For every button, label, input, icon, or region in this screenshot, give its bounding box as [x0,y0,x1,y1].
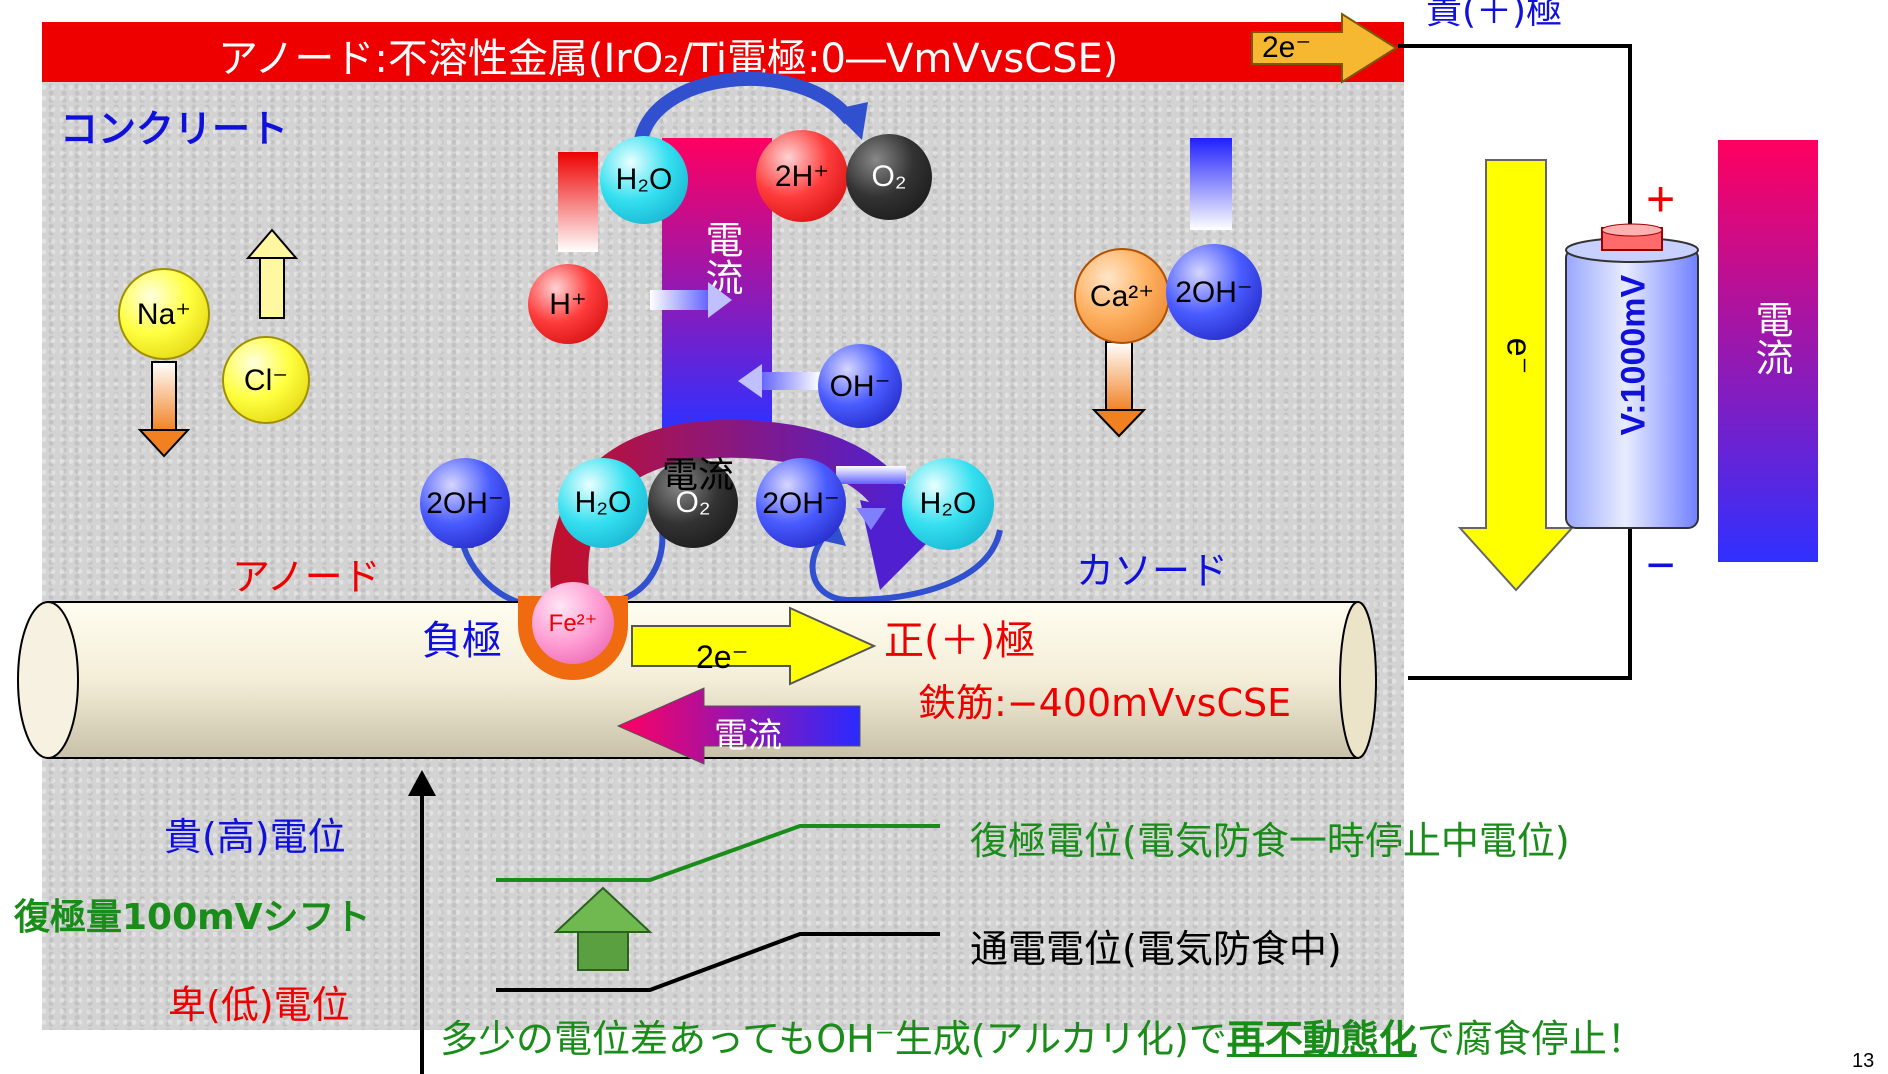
potential-low-label: 卑(低)電位 [168,983,350,1027]
ion-o2-bottom: O₂ [648,458,738,548]
shift-label: 復極量100mVシフト [14,897,371,938]
battery-plus-sign: + [1646,171,1676,227]
battery-minus-sign: − [1646,537,1676,593]
anode-title: アノード:不溶性金属(IrO₂/Ti電極:0―VmVvsCSE) [218,36,1119,82]
current-column-label: 電流 [699,220,743,296]
electron-flow-label: e⁻ [1499,337,1538,375]
electron-flow-arrow [1457,159,1575,592]
ion-2oh-minus-center: 2OH⁻ [756,458,846,548]
anode-label: アノード [232,555,381,599]
ion-h2o-right: H₂O [902,458,994,550]
page-number: 13 [1852,1050,1875,1072]
h-gradient-bar [558,152,598,252]
rebar-current-label: 電流 [714,716,782,756]
rebar-electron-label: 2e⁻ [696,639,749,675]
anode-electron-arrow [1251,12,1398,84]
battery [1565,223,1699,529]
oh-gradient-bar [1190,138,1232,230]
ion-2oh-minus-right: 2OH⁻ [1166,244,1262,340]
rebar-potential-label: 鉄筋:−400mVvsCSE [918,681,1292,725]
potential-high-label: 貴(高)電位 [164,815,346,859]
ion-2oh-minus-left: 2OH⁻ [420,458,510,548]
ion-na-plus: Na⁺ [118,268,210,360]
conclusion-suffix: で腐食停止！ [1416,1017,1645,1061]
ion-fe2-plus: Fe²⁺ [532,582,614,664]
swirl-current-label: 電流 [662,455,735,496]
rebar-current-arrow [616,687,861,765]
anode-bar [42,22,1404,82]
ion-ca2-plus: Ca²⁺ [1074,248,1170,344]
battery-voltage-label: V:1000mV [1614,274,1653,436]
current-bar-right [1718,140,1818,562]
ion-o2-top: O₂ [846,134,932,220]
concrete-label: コンクリート [60,107,289,151]
conclusion-prefix: 多少の電位差あってもOH⁻生成(アルカリ化)で [440,1017,1227,1061]
ion-2h-plus: 2H⁺ [756,130,848,222]
ion-cl-minus: Cl⁻ [222,336,310,424]
current-bar-right-label: 電流 [1749,300,1793,376]
conclusion-text: 多少の電位差あってもOH⁻生成(アルカリ化)で再不動態化で腐食停止！ [440,1008,1645,1063]
energized-potential-label: 通電電位(電気防食中) [970,927,1342,971]
anode-electron-label: 2e⁻ [1262,31,1312,64]
ion-h2o-left: H₂O [558,458,648,548]
noble-pole-label: 貴(＋)極 [1426,0,1563,32]
depolarized-potential-label: 復極電位(電気防食一時停止中電位) [970,819,1570,863]
ion-oh-minus: OH⁻ [818,344,902,428]
cathode-label: カソード [1076,549,1229,593]
ion-h-plus: H⁺ [528,264,608,344]
conclusion-emphasis: 再不動態化 [1226,1017,1417,1061]
positive-pole-label: 正(＋)極 [884,618,1036,664]
negative-pole-label: 負極 [422,618,502,664]
rebar-electron-arrow [631,606,877,686]
ion-h2o-top: H₂O [600,136,688,224]
